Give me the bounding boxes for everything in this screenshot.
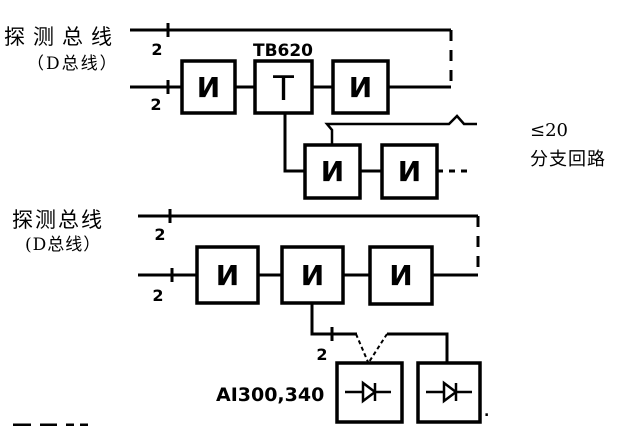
bottom-box1-letter: И <box>216 259 239 292</box>
branch-limit-text: ≤20 <box>530 120 568 141</box>
bottom-bus2-wire-count: 2 <box>152 286 163 305</box>
bottom-drop-wire-count: 2 <box>316 345 327 364</box>
bottom-box2-letter: И <box>301 259 324 292</box>
top-branch-box1-letter: И <box>321 155 344 188</box>
top-branch-box2-letter: И <box>398 155 421 188</box>
bottom-bus-label: 探测总线 <box>12 208 104 232</box>
bottom-drop-line <box>310 303 357 336</box>
bottom-box3-letter: И <box>389 259 412 292</box>
top-branch-feed-line <box>324 114 477 145</box>
bottom-dashed-wire-right <box>368 333 388 363</box>
top-box3-letter: И <box>349 71 372 104</box>
bottom-right-branch-line <box>387 332 449 363</box>
cut-off-text-top-edge <box>13 423 88 426</box>
top-module-name: TB620 <box>253 41 313 61</box>
top-bus1-wire-count: 2 <box>151 40 162 59</box>
bottom-bus-sublabel: (D总线） <box>25 235 101 255</box>
bottom-bus1-wire-count: 2 <box>154 225 165 244</box>
top-box1-letter: И <box>197 71 220 104</box>
branch-label-text: 分支回路 <box>530 149 606 170</box>
top-bus2-wire-count: 2 <box>150 95 161 114</box>
bottom-module-name: AI300,340 <box>216 384 324 406</box>
top-box2-letter: T <box>272 69 294 109</box>
bottom-dashed-wire-left <box>355 333 369 363</box>
top-bus-sublabel: （D总线） <box>27 54 119 74</box>
diode-icon <box>426 380 472 404</box>
top-bus-label: 探测总线 <box>4 25 120 49</box>
trailing-period: . <box>484 404 489 420</box>
top-box1 <box>180 59 237 115</box>
diode-icon <box>345 380 391 404</box>
top-drop-line <box>283 113 305 173</box>
